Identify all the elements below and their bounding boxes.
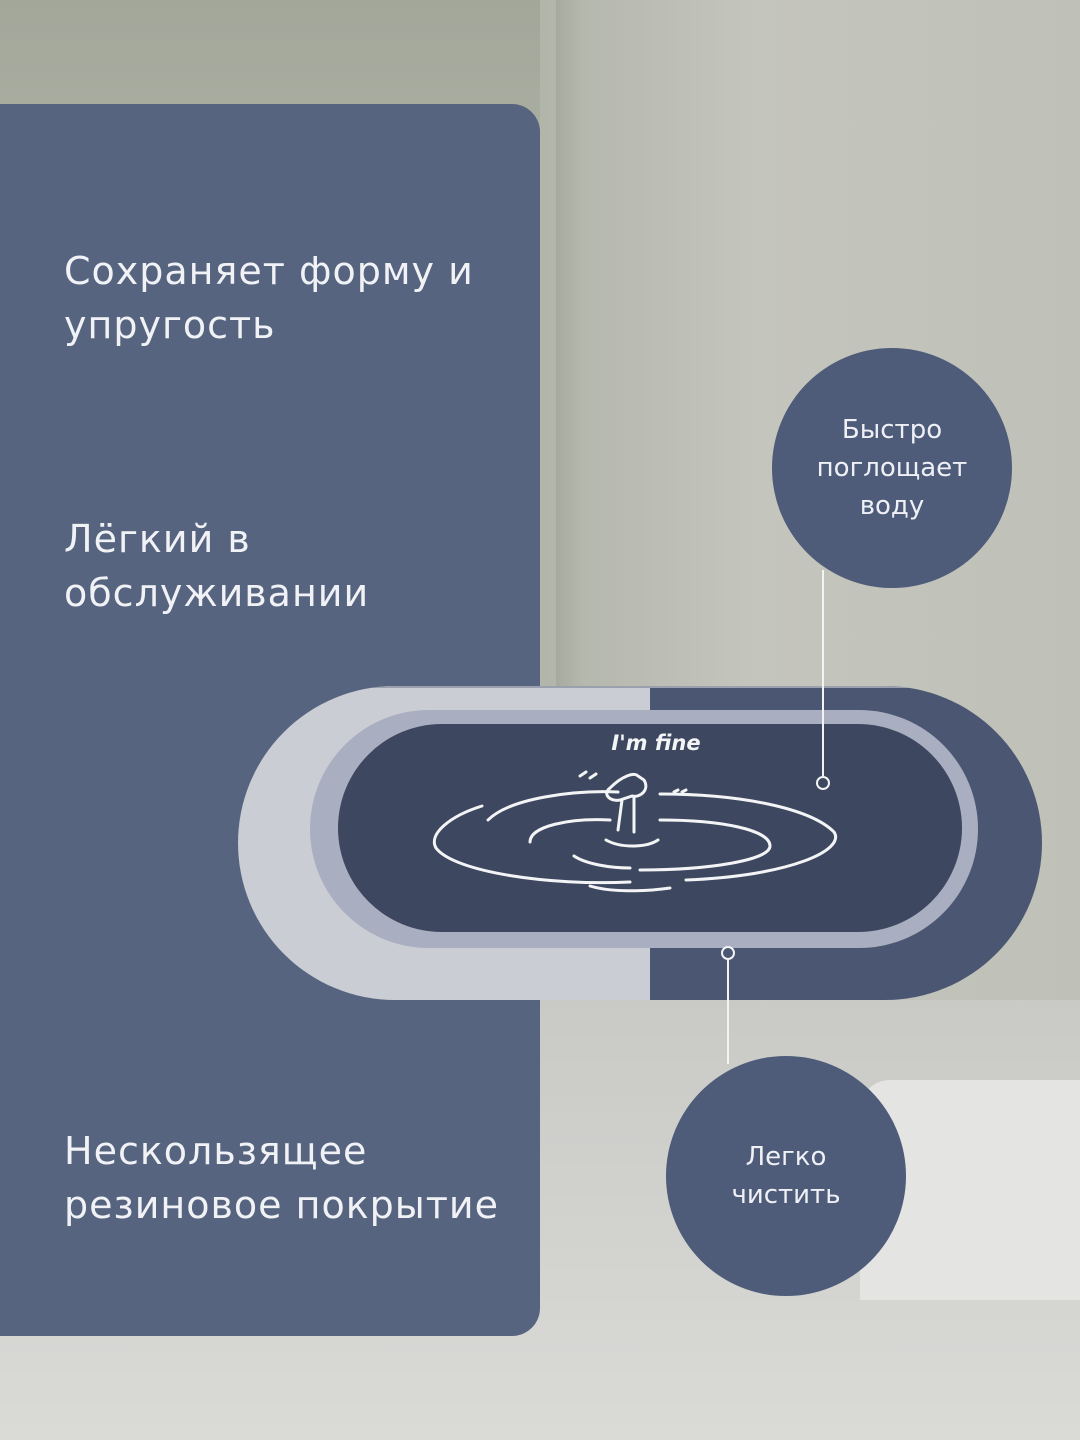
background-shower-pole	[556, 0, 584, 700]
mat-puddle-drawing	[432, 770, 838, 893]
bath-mat-image: I'm fine	[238, 686, 1042, 1000]
callout-absorbs-water: Быстро поглощает воду	[772, 348, 1012, 588]
feature-shape-retention: Сохраняет форму и упругость	[64, 249, 474, 347]
mat-print-text: I'm fine	[611, 731, 700, 755]
callout-dot-absorbs	[816, 776, 830, 790]
feature-easy-maintenance: Лёгкий в обслуживании	[64, 517, 370, 615]
callout-line-absorbs	[822, 570, 824, 776]
feature-non-slip-rubber: Нескользящее резиновое покрытие	[64, 1129, 499, 1227]
callout-easy-clean: Легко чистить	[666, 1056, 906, 1296]
callout-dot-clean	[721, 946, 735, 960]
callout-line-clean	[727, 960, 729, 1064]
